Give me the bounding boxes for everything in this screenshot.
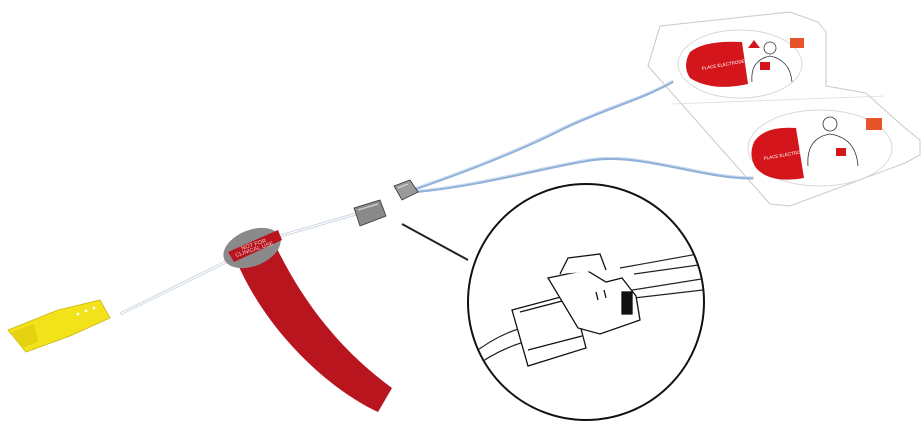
upper-pad-tab bbox=[790, 38, 804, 48]
yellow-connector bbox=[8, 300, 110, 352]
callout-leader-line bbox=[402, 224, 468, 260]
lower-pad-tab bbox=[866, 118, 882, 130]
lower-electrode-pad: PLACE ELECTRODE bbox=[748, 110, 892, 186]
cable-socket-connector bbox=[354, 200, 386, 226]
upper-electrode-pad: PLACE ELECTRODE bbox=[678, 30, 804, 98]
red-strap: NOT FOR CLINICAL USE bbox=[217, 220, 392, 412]
connector-magnified-view bbox=[468, 184, 720, 420]
pad-plug bbox=[394, 180, 418, 200]
electrode-pads-sheet: PLACE ELECTRODE PLACE ELECTRODE bbox=[648, 12, 920, 206]
